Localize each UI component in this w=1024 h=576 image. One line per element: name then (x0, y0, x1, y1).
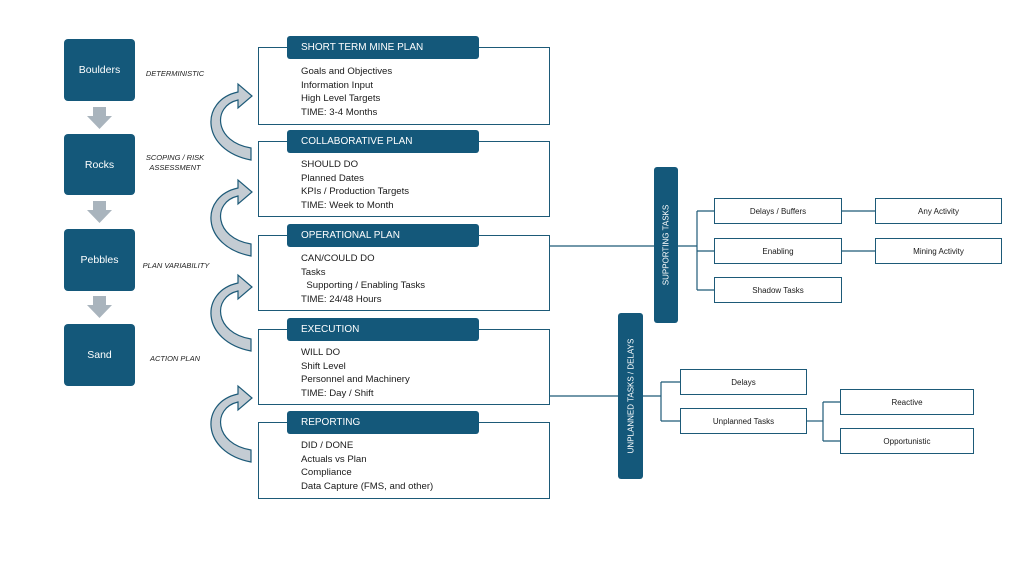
down-arrow-1 (87, 107, 112, 129)
curved-arrow-4 (210, 384, 253, 463)
line: CAN/COULD DO (301, 253, 375, 264)
line: Supporting / Enabling Tasks (301, 280, 426, 291)
stage-sand: Sand (64, 324, 135, 386)
panel-lines: SHOULD DO Planned Dates KPIs / Productio… (301, 158, 409, 212)
line: Personnel and Machinery (301, 374, 410, 385)
unplanned-tasks-bar: UNPLANNED TASKS / DELAYS (618, 313, 643, 479)
line: TIME: Day / Shift (301, 387, 374, 399)
stage-pebbles: Pebbles (64, 229, 135, 291)
line: Tasks (301, 266, 326, 278)
note-deterministic: DETERMINISTIC (145, 69, 205, 78)
box-reactive: Reactive (840, 389, 974, 415)
panel-lines: CAN/COULD DO Tasks Supporting / Enabling… (301, 252, 425, 306)
title-operational: OPERATIONAL PLAN (287, 224, 479, 247)
line: Actuals vs Plan (301, 453, 367, 465)
panel-lines: WILL DO Shift Level Personnel and Machin… (301, 346, 410, 400)
stage-rocks: Rocks (64, 134, 135, 195)
down-arrow-2 (87, 201, 112, 223)
box-shadow-tasks: Shadow Tasks (714, 277, 842, 303)
line: Planned Dates (301, 172, 364, 184)
line: TIME: 24/48 Hours (301, 293, 382, 305)
box-unplanned-tasks: Unplanned Tasks (680, 408, 807, 434)
note-scoping: SCOPING / RISK ASSESSMENT (145, 153, 205, 172)
panel-lines: DID / DONE Actuals vs Plan Compliance Da… (301, 439, 433, 493)
curved-arrow-2 (210, 178, 253, 257)
supporting-tasks-label: SUPPORTING TASKS (661, 204, 671, 286)
panel-execution: WILL DO Shift Level Personnel and Machin… (258, 329, 550, 405)
line: Goals and Objectives (301, 66, 393, 77)
title-execution: EXECUTION (287, 318, 479, 341)
box-enabling: Enabling (714, 238, 842, 264)
panel-reporting: DID / DONE Actuals vs Plan Compliance Da… (258, 422, 550, 499)
title-short-term: SHORT TERM MINE PLAN (287, 36, 479, 59)
line: Compliance (301, 467, 352, 478)
line: High Level Targets (301, 93, 381, 104)
box-delays-buffers: Delays / Buffers (714, 198, 842, 224)
box-opportunistic: Opportunistic (840, 428, 974, 454)
line: WILL DO (301, 347, 341, 358)
note-action-plan: ACTION PLAN (149, 354, 200, 363)
line: DID / DONE (301, 440, 354, 451)
line: TIME: Week to Month (301, 199, 394, 211)
line: Data Capture (FMS, and other) (301, 480, 434, 492)
stage-boulders: Boulders (64, 39, 135, 101)
panel-collaborative: SHOULD DO Planned Dates KPIs / Productio… (258, 141, 550, 217)
panel-operational: CAN/COULD DO Tasks Supporting / Enabling… (258, 235, 550, 311)
title-reporting: REPORTING (287, 411, 479, 434)
panel-lines: Goals and Objectives Information Input H… (301, 65, 392, 119)
curved-arrow-1 (210, 82, 253, 161)
box-mining-activity: Mining Activity (875, 238, 1002, 264)
line: TIME: 3-4 Months (301, 106, 378, 118)
line: Shift Level (301, 360, 346, 372)
unplanned-tasks-label: UNPLANNED TASKS / DELAYS (626, 338, 635, 454)
line: Information Input (301, 79, 373, 91)
note-plan-variability: PLAN VARIABILITY (142, 261, 210, 270)
supporting-tasks-bar: SUPPORTING TASKS (654, 167, 678, 323)
down-arrow-3 (87, 296, 112, 318)
panel-short-term: Goals and Objectives Information Input H… (258, 47, 550, 125)
box-any-activity: Any Activity (875, 198, 1002, 224)
line: KPIs / Production Targets (301, 186, 410, 197)
box-delays: Delays (680, 369, 807, 395)
curved-arrow-3 (210, 273, 253, 352)
title-collaborative: COLLABORATIVE PLAN (287, 130, 479, 153)
line: SHOULD DO (301, 159, 359, 170)
